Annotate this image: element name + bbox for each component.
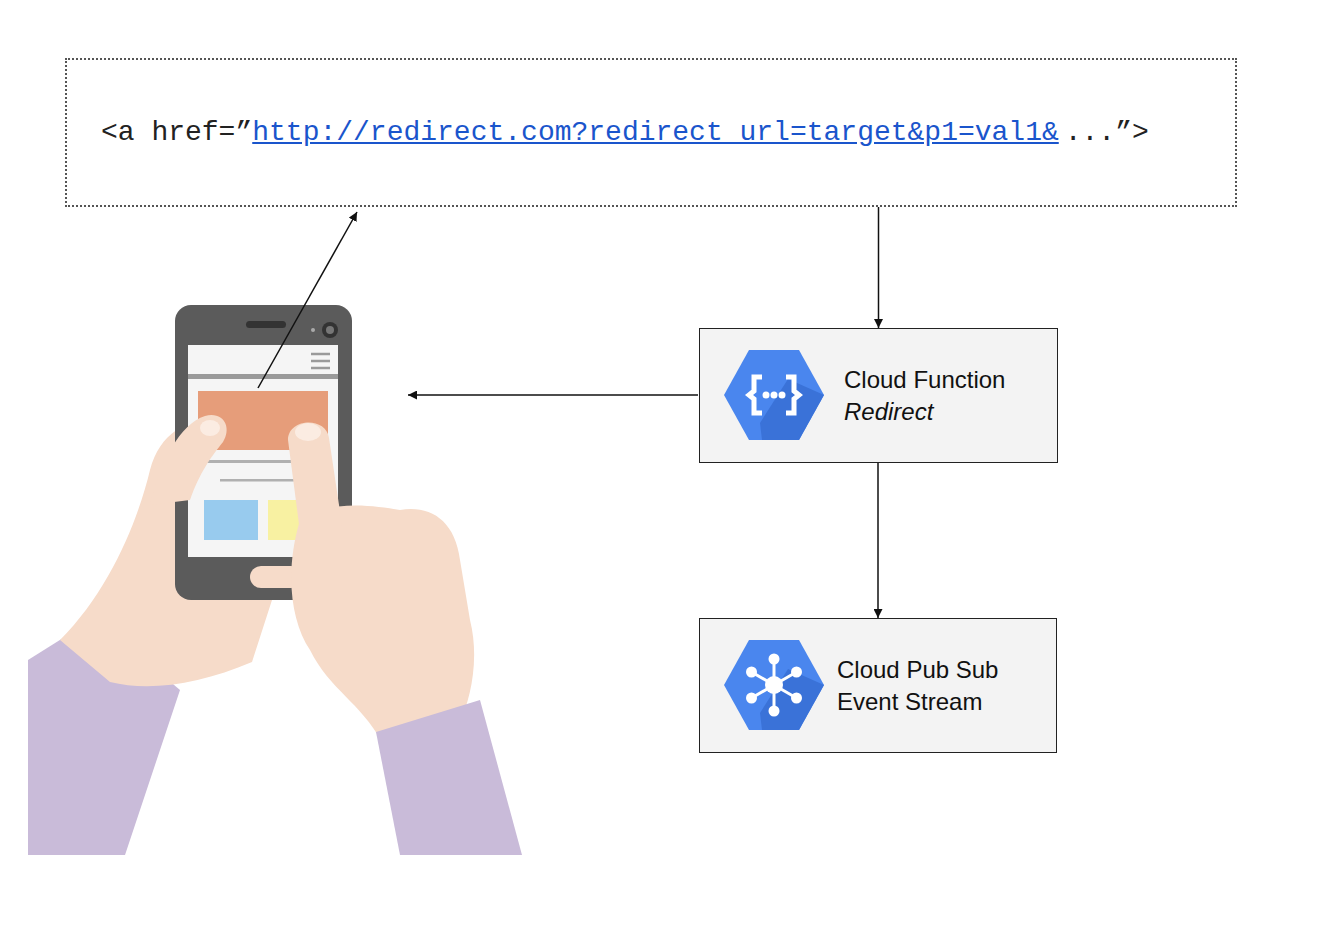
right-index-finger [288, 422, 342, 532]
left-thumb [150, 415, 227, 505]
function-name: Redirect [844, 396, 1044, 428]
response-arrow [408, 394, 698, 396]
html-code: <a href=” [101, 117, 252, 148]
service-name: Cloud Pub Sub Event Stream [837, 654, 1023, 718]
cloud-function-box: Cloud FunctionRedirect [699, 328, 1058, 463]
pubsub-box: Cloud Pub Sub Event Stream [699, 618, 1057, 753]
finger-nail [295, 423, 321, 441]
code-line: <a href=”http://redirect.com?redirect_ur… [67, 60, 1149, 205]
cloud-function-icon [719, 340, 829, 450]
html-code: ...”> [1065, 117, 1149, 148]
flow-arrow [878, 207, 880, 328]
right-hand [291, 506, 474, 742]
pubsub-icon [719, 630, 829, 740]
thumb-nail [200, 420, 220, 436]
box-label: Cloud Pub Sub Event Stream [837, 619, 1023, 752]
link-url: http://redirect.com?redirect_url=target&… [252, 117, 1059, 148]
service-name: Cloud Function [844, 364, 1044, 396]
box-label: Cloud FunctionRedirect [844, 329, 1044, 462]
click-arrow [258, 212, 357, 388]
code-snippet-box: <a href=”http://redirect.com?redirect_ur… [65, 58, 1237, 207]
flow-arrow [877, 463, 879, 618]
right-sleeve [376, 700, 522, 855]
